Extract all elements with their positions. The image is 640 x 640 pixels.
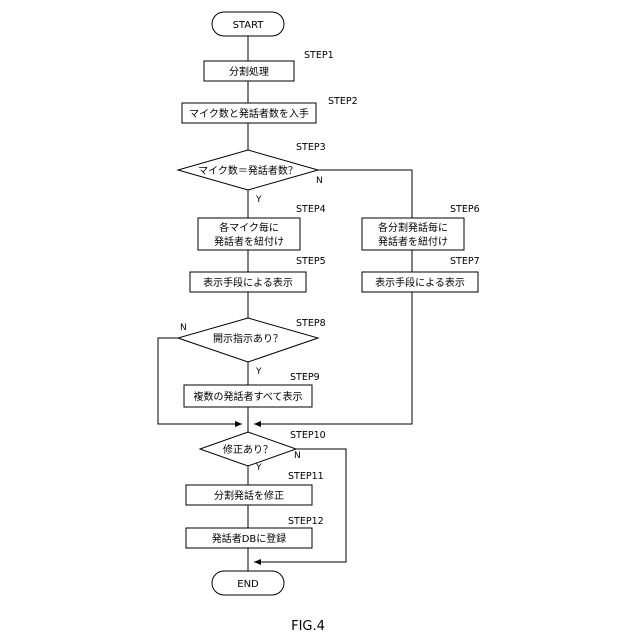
step11-text: 分割発話を修正 [214, 489, 284, 502]
step12-text: 発話者DBに登録 [212, 532, 287, 545]
step3-label: STEP3 [296, 142, 326, 153]
step7-label: STEP7 [450, 256, 480, 267]
step5-text: 表示手段による表示 [203, 276, 293, 289]
step6-text-line1: 各分割発話毎に [378, 221, 448, 234]
start-label: START [233, 20, 265, 31]
step10-yes-label: Y [255, 463, 262, 473]
figure-label: FIG.4 [291, 619, 325, 634]
step5-label: STEP5 [296, 256, 326, 267]
step3-text: マイク数＝発話者数？ [198, 164, 298, 177]
step8-no-label: N [180, 323, 187, 333]
step1-label: STEP1 [304, 50, 334, 61]
step1-text: 分割処理 [229, 65, 269, 78]
step10-label: STEP10 [290, 430, 326, 441]
step6-label: STEP6 [450, 204, 480, 215]
step10-text: 修正あり？ [223, 443, 273, 456]
step3-yes-label: Y [255, 195, 262, 205]
step3-no-label: N [316, 176, 323, 186]
step2-text: マイク数と発話者数を入手 [189, 107, 309, 120]
step4-text-line1: 各マイク毎に [219, 221, 279, 234]
connector-step3-no-step6 [318, 170, 412, 218]
step10-no-label: N [294, 451, 301, 461]
step12-label: STEP12 [288, 516, 324, 527]
step8-label: STEP8 [296, 318, 326, 329]
step4-label: STEP4 [296, 204, 326, 215]
step8-text: 開示指示あり？ [213, 332, 283, 345]
step6-text-line2: 発話者を紐付け [378, 235, 448, 248]
step9-label: STEP9 [290, 372, 320, 383]
step4-text-line2: 発話者を紐付け [214, 235, 284, 248]
step2-label: STEP2 [328, 96, 358, 107]
end-label: END [237, 579, 259, 590]
step8-yes-label: Y [255, 367, 262, 377]
step9-text: 複数の発話者すべて表示 [194, 390, 303, 403]
step7-text: 表示手段による表示 [375, 276, 465, 289]
step11-label: STEP11 [288, 471, 324, 482]
